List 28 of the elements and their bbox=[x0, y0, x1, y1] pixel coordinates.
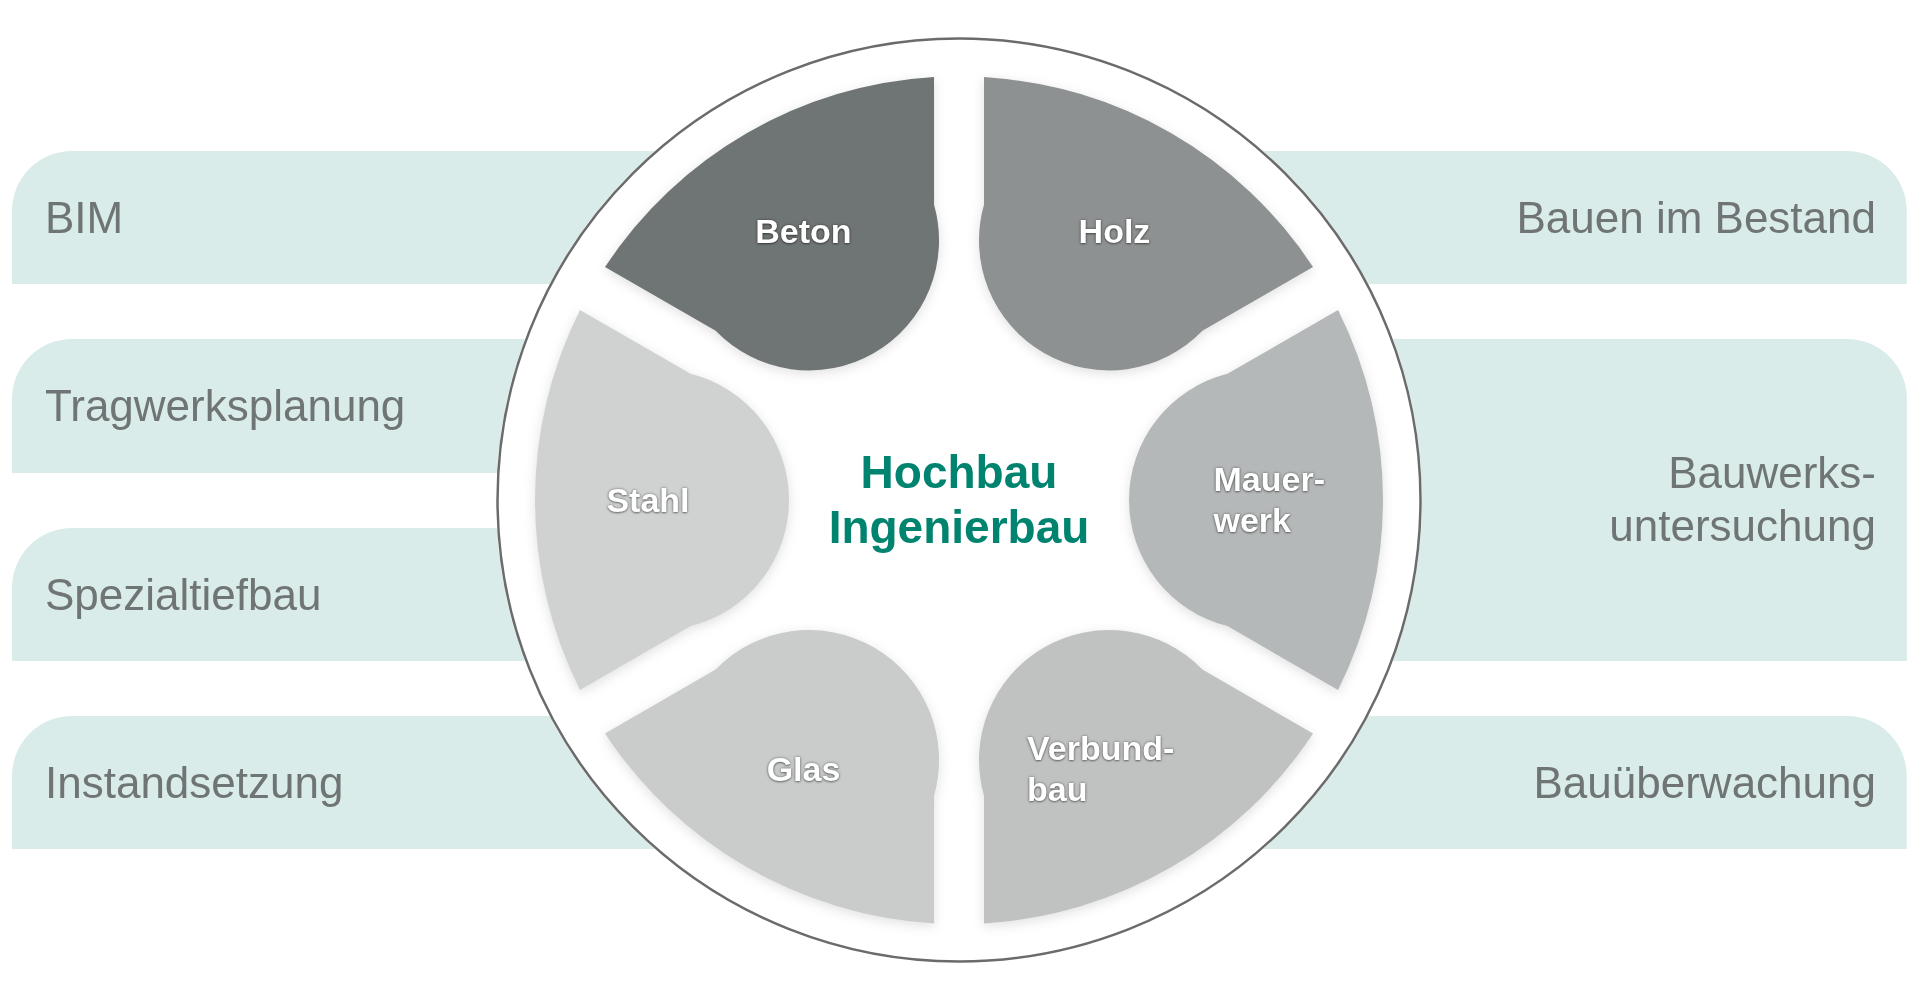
band bbox=[12, 528, 525, 661]
circle-frame bbox=[496, 37, 1422, 963]
segment-shape bbox=[604, 629, 939, 924]
segment-shape bbox=[535, 310, 789, 690]
segment-label: Holz bbox=[1078, 210, 1151, 252]
segment-label: Mauer-werk bbox=[1213, 459, 1326, 541]
band bbox=[12, 339, 525, 473]
band bbox=[1393, 339, 1907, 661]
band bbox=[1263, 716, 1907, 849]
segment-label: Verbund-bau bbox=[1027, 728, 1176, 811]
band bbox=[12, 151, 655, 284]
band-label: Instandsetzung bbox=[45, 756, 344, 809]
segment-shape bbox=[1129, 310, 1383, 690]
band-label: BIM bbox=[45, 191, 124, 244]
band-label: Tragwerksplanung bbox=[45, 379, 406, 432]
segment-shape bbox=[604, 76, 939, 371]
segment-shape bbox=[979, 76, 1314, 371]
band bbox=[1263, 151, 1907, 284]
band-label: Bauen im Bestand bbox=[1516, 191, 1876, 244]
band bbox=[12, 716, 655, 849]
center-title: Hochbau Ingenierbau bbox=[827, 444, 1091, 555]
band-label: Bauwerks-untersuchung bbox=[1608, 447, 1876, 552]
segment-shape bbox=[979, 629, 1314, 924]
segment-label: Beton bbox=[755, 210, 852, 252]
band-label: Spezialtiefbau bbox=[45, 568, 322, 621]
band-label: Bauüberwachung bbox=[1533, 756, 1876, 809]
segment-label: Stahl bbox=[606, 479, 690, 521]
segment-label: Glas bbox=[766, 748, 841, 790]
